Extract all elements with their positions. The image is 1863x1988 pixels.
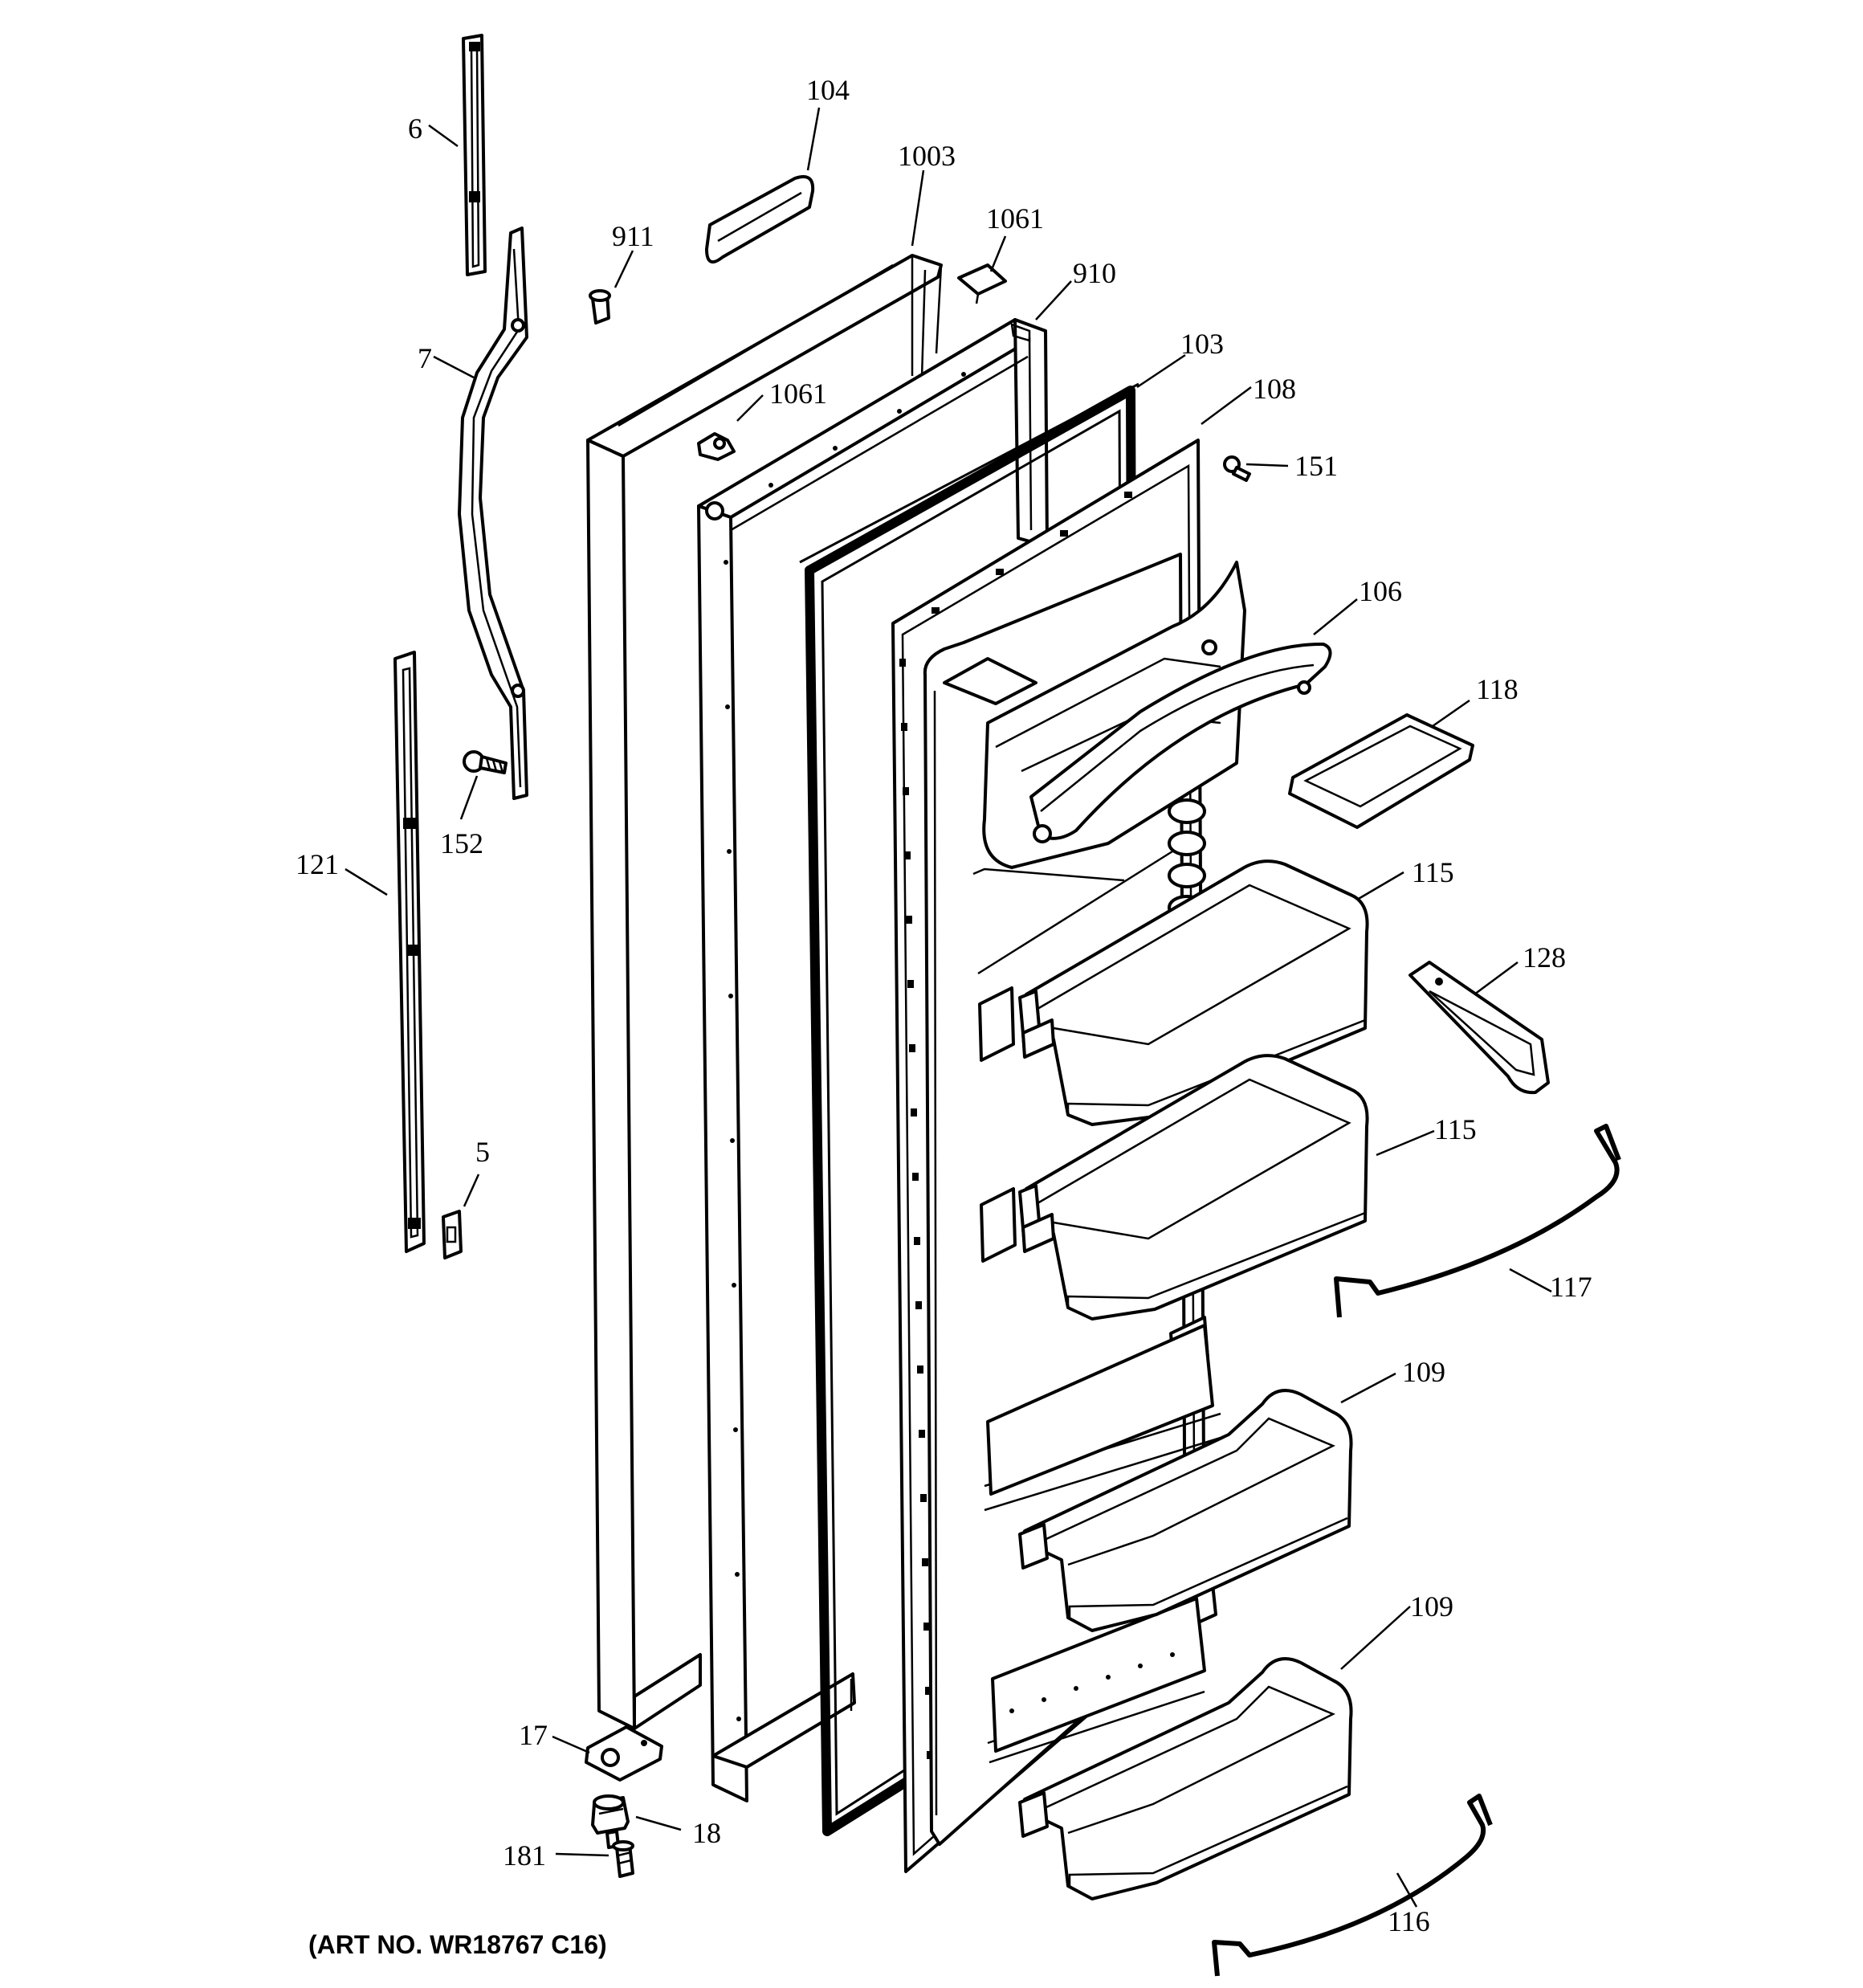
callout-18: 18 — [692, 1817, 721, 1849]
callout-181: 181 — [503, 1839, 546, 1872]
callout-911: 911 — [612, 220, 654, 252]
part-106-dairy-door — [1029, 639, 1332, 843]
callout-106: 106 — [1359, 575, 1402, 607]
callout-118: 118 — [1476, 673, 1519, 705]
part-181-screw — [612, 1840, 634, 1878]
callout-1003: 1003 — [898, 140, 956, 172]
part-128-bracket — [1408, 961, 1550, 1095]
callout-7: 7 — [418, 342, 432, 374]
part-17-hinge-bracket — [585, 1725, 663, 1782]
part-7-door-handle — [458, 227, 528, 800]
callout-115-top: 115 — [1412, 856, 1454, 888]
part-109-door-bin-bottom — [1018, 1657, 1353, 1900]
part-109-door-bin-top — [1018, 1389, 1353, 1632]
callout-103: 103 — [1180, 328, 1224, 360]
part-118-tray — [1288, 713, 1474, 829]
callout-5: 5 — [475, 1136, 490, 1168]
part-151-screw — [1223, 455, 1251, 482]
part-121-trim-strip — [393, 651, 426, 1253]
callout-1061-top: 1061 — [986, 202, 1044, 235]
callout-910: 910 — [1073, 257, 1116, 289]
callout-108: 108 — [1253, 373, 1296, 405]
callout-152: 152 — [440, 827, 483, 859]
part-6-handle-trim-strip — [462, 34, 487, 276]
part-152-screw — [463, 750, 508, 774]
part-117-wire-rail — [1334, 1124, 1621, 1318]
part-1061-bracket-mid — [697, 432, 736, 461]
part-1061-bracket-top — [957, 263, 1007, 304]
callout-115-bottom: 115 — [1434, 1113, 1477, 1145]
callout-116: 116 — [1388, 1905, 1430, 1937]
callout-109-top: 109 — [1402, 1356, 1445, 1388]
callout-151: 151 — [1294, 450, 1338, 482]
callout-121: 121 — [296, 848, 339, 880]
callout-104: 104 — [806, 74, 850, 106]
part-115-shelf-bin-bottom — [1018, 1054, 1369, 1321]
part-910-door-frame — [697, 318, 1049, 1802]
part-116-wire-rail — [1212, 1794, 1493, 1977]
art-number: (ART NO. WR18767 C16) — [308, 1930, 607, 1959]
callout-1061-mid: 1061 — [769, 378, 827, 410]
callout-6: 6 — [408, 112, 422, 145]
callout-109-bottom: 109 — [1410, 1590, 1453, 1623]
callout-128: 128 — [1523, 941, 1566, 974]
callout-117: 117 — [1550, 1271, 1592, 1303]
part-18-hinge-bushing — [591, 1794, 630, 1849]
part-104-cap — [705, 175, 815, 264]
callout-labels: 104 1003 6 911 1061 910 103 7 1061 108 1… — [296, 74, 1592, 1937]
part-1003-outer-door — [586, 254, 943, 1730]
leader-lines — [344, 107, 1552, 1908]
part-5-clip — [442, 1210, 463, 1259]
part-911-plug — [589, 289, 611, 325]
callout-17: 17 — [519, 1719, 548, 1751]
